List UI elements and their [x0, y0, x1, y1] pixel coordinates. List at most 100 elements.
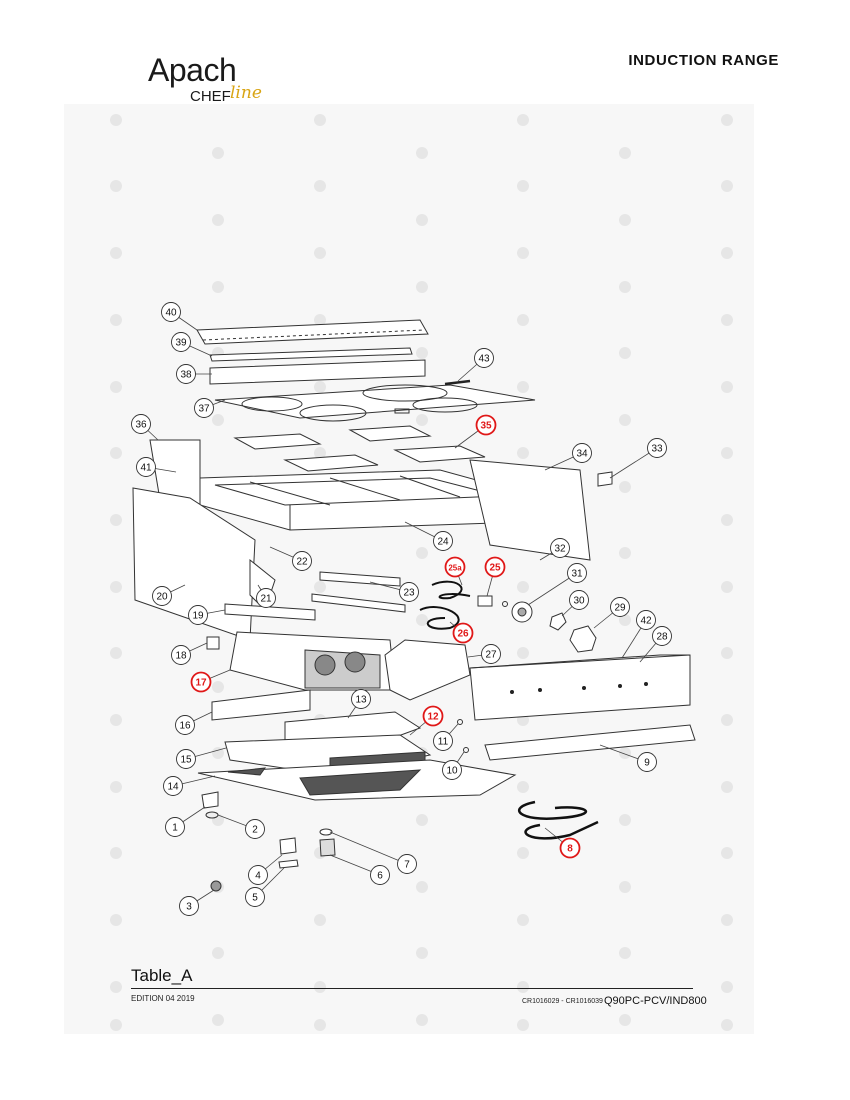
callout-circle-26	[452, 622, 474, 644]
callout-circle-43	[474, 348, 494, 368]
callout-40: 40	[161, 302, 181, 322]
callout-2: 2	[245, 819, 265, 839]
brand-sub: CHEF	[190, 88, 231, 105]
part-9-drawing	[484, 724, 696, 761]
part-2-drawing	[205, 811, 219, 819]
callout-36: 36	[131, 414, 151, 434]
callout-circle-10	[442, 760, 462, 780]
callout-circle-39	[171, 332, 191, 352]
callout-number-37: 37	[198, 404, 210, 415]
callout-number-25a: 25a	[448, 564, 462, 573]
callout-number-33: 33	[651, 444, 663, 455]
callout-11: 11	[433, 731, 453, 751]
callout-circle-34	[572, 443, 592, 463]
callout-number-25: 25	[489, 563, 501, 574]
callout-circle-1	[165, 817, 185, 837]
callout-32: 32	[550, 538, 570, 558]
callout-number-1: 1	[172, 823, 178, 834]
callout-circle-23	[399, 582, 419, 602]
brand-name: Apach	[148, 52, 237, 88]
callout-number-42: 42	[640, 616, 652, 627]
part-8-drawing	[518, 800, 599, 840]
callout-number-7: 7	[404, 860, 410, 871]
callout-number-21: 21	[260, 594, 272, 605]
callout-circle-3	[179, 896, 199, 916]
part-24-drawing	[199, 469, 526, 531]
document-title: INDUCTION RANGE	[628, 52, 779, 69]
model-number: Q90PC-PCV/IND800	[604, 995, 707, 1007]
callout-15: 15	[176, 749, 196, 769]
part-37-drawing	[214, 384, 536, 422]
part-28-drawing	[469, 654, 691, 721]
callout-20: 20	[152, 586, 172, 606]
callout-circle-21	[256, 588, 276, 608]
callout-3: 3	[179, 896, 199, 916]
callout-number-4: 4	[255, 871, 261, 882]
callout-1: 1	[165, 817, 185, 837]
callout-circle-17	[190, 671, 212, 693]
callout-number-24: 24	[437, 537, 449, 548]
callout-17: 17	[190, 671, 212, 693]
callout-12: 12	[422, 705, 444, 727]
callout-29: 29	[610, 597, 630, 617]
part-4-drawing	[279, 837, 297, 855]
callout-number-41: 41	[140, 463, 152, 474]
callout-number-13: 13	[355, 695, 367, 706]
callout-number-38: 38	[180, 370, 192, 381]
brand-logo: Apach CHEF line	[148, 52, 278, 112]
callout-number-14: 14	[167, 782, 179, 793]
callout-number-26: 26	[457, 629, 469, 640]
callout-21: 21	[256, 588, 276, 608]
callout-7: 7	[397, 854, 417, 874]
callout-13: 13	[351, 689, 371, 709]
callout-circle-29	[610, 597, 630, 617]
callout-27: 27	[481, 644, 501, 664]
callout-4: 4	[248, 865, 268, 885]
callout-circle-37	[194, 398, 214, 418]
callout-number-28: 28	[656, 632, 668, 643]
part-40-drawing	[196, 319, 429, 345]
callout-26: 26	[452, 622, 474, 644]
footer-rule	[131, 988, 693, 989]
callout-24: 24	[433, 531, 453, 551]
callout-5: 5	[245, 887, 265, 907]
edition-text: EDITION 04 2019	[131, 994, 195, 1003]
callout-circle-15	[176, 749, 196, 769]
part-7-drawing	[319, 828, 333, 836]
part-32-drawing	[502, 601, 508, 607]
product-codes: CR1016029 - CR1016039	[522, 998, 603, 1005]
callout-25a: 25a	[444, 556, 466, 578]
callout-number-6: 6	[377, 871, 383, 882]
callout-circle-25	[484, 556, 506, 578]
callout-39: 39	[171, 332, 191, 352]
part-26-drawing	[419, 580, 471, 630]
callout-circle-24	[433, 531, 453, 551]
callout-circle-16	[175, 715, 195, 735]
table-label: Table_A	[131, 966, 193, 985]
callout-16: 16	[175, 715, 195, 735]
part-14-drawing	[197, 759, 517, 801]
callout-19: 19	[188, 605, 208, 625]
callout-31: 31	[567, 563, 587, 583]
callout-circle-7	[397, 854, 417, 874]
callout-circle-35	[475, 414, 497, 436]
callout-8: 8	[559, 837, 581, 859]
callout-number-18: 18	[175, 651, 187, 662]
callout-10: 10	[442, 760, 462, 780]
callout-circle-31	[567, 563, 587, 583]
leader-line-7	[329, 831, 408, 865]
callout-circle-20	[152, 586, 172, 606]
callout-number-15: 15	[180, 755, 192, 766]
callout-circle-36	[131, 414, 151, 434]
callout-number-32: 32	[554, 544, 566, 555]
callout-number-3: 3	[186, 902, 192, 913]
part-5-drawing	[278, 859, 299, 869]
callout-circle-40	[161, 302, 181, 322]
callout-41: 41	[136, 457, 156, 477]
part-18-drawing	[206, 636, 220, 650]
part-1-drawing	[201, 791, 219, 809]
callout-circle-5	[245, 887, 265, 907]
callout-circle-8	[559, 837, 581, 859]
callout-number-27: 27	[485, 650, 497, 661]
